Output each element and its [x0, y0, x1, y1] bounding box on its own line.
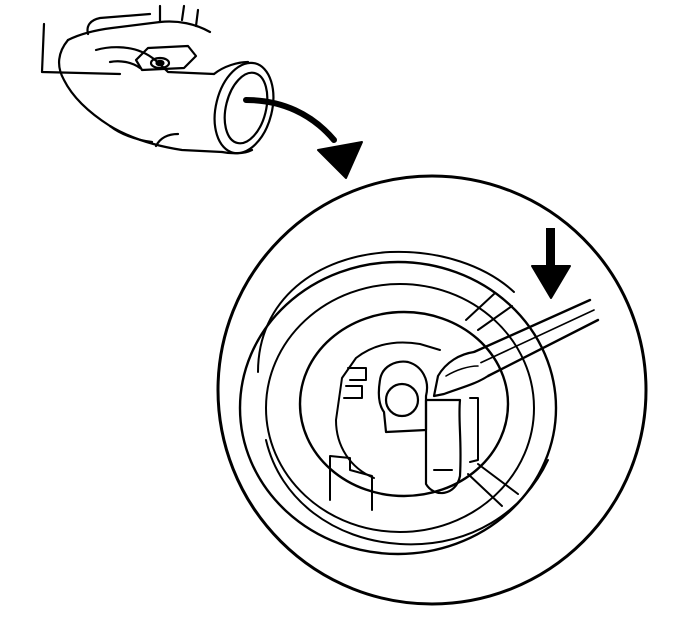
retaining-tab [424, 398, 462, 494]
cylinder-mouth-outer [213, 61, 275, 155]
downward-push-arrow [531, 228, 571, 299]
lock-cylinder-face [335, 341, 441, 479]
retaining-tab-slot [469, 397, 479, 463]
lock-housing-mid-ring [265, 283, 535, 533]
push-arrow-head [531, 265, 571, 299]
lock-cylinder-lower-tab [329, 455, 373, 511]
housing-underside [108, 124, 180, 148]
screwdriver-tip-bevel [445, 365, 479, 377]
steering-column-housing [40, 4, 275, 155]
push-arrow-shaft [546, 228, 555, 268]
housing-top-step [158, 4, 200, 28]
screwdriver-shaft [472, 298, 600, 378]
housing-top-rim [86, 12, 152, 36]
key-slot-center [384, 382, 420, 418]
lock-housing-outer-ring [238, 260, 558, 556]
screwdriver-shaft-highlight [477, 309, 595, 365]
bracket-bolt-head [149, 56, 171, 70]
housing-rib-top [465, 293, 513, 331]
cylinder-mouth-inner [223, 71, 269, 145]
detail-frame [216, 174, 648, 606]
lock-cylinder-bore [298, 310, 510, 498]
key-slot-outer [377, 360, 429, 434]
magnified-circular-detail [216, 174, 648, 606]
housing-cut-edge [40, 22, 122, 76]
housing-body [58, 38, 224, 154]
lock-housing-lower-lip [265, 439, 549, 546]
housing-bracket [134, 44, 198, 72]
flat-blade-screwdriver [432, 298, 600, 398]
curved-arrow-head [317, 141, 363, 179]
housing-inner-ridge [108, 60, 142, 70]
lock-housing-outer-lip [257, 250, 515, 373]
housing-rib-bottom [467, 463, 519, 507]
curved-arrow-shaft [243, 97, 337, 143]
curved-arrow-to-detail [243, 97, 363, 179]
screwdriver-tip [432, 350, 490, 398]
lock-cylinder-left-tabs [343, 367, 367, 399]
bracket-bolt-center [155, 59, 165, 67]
